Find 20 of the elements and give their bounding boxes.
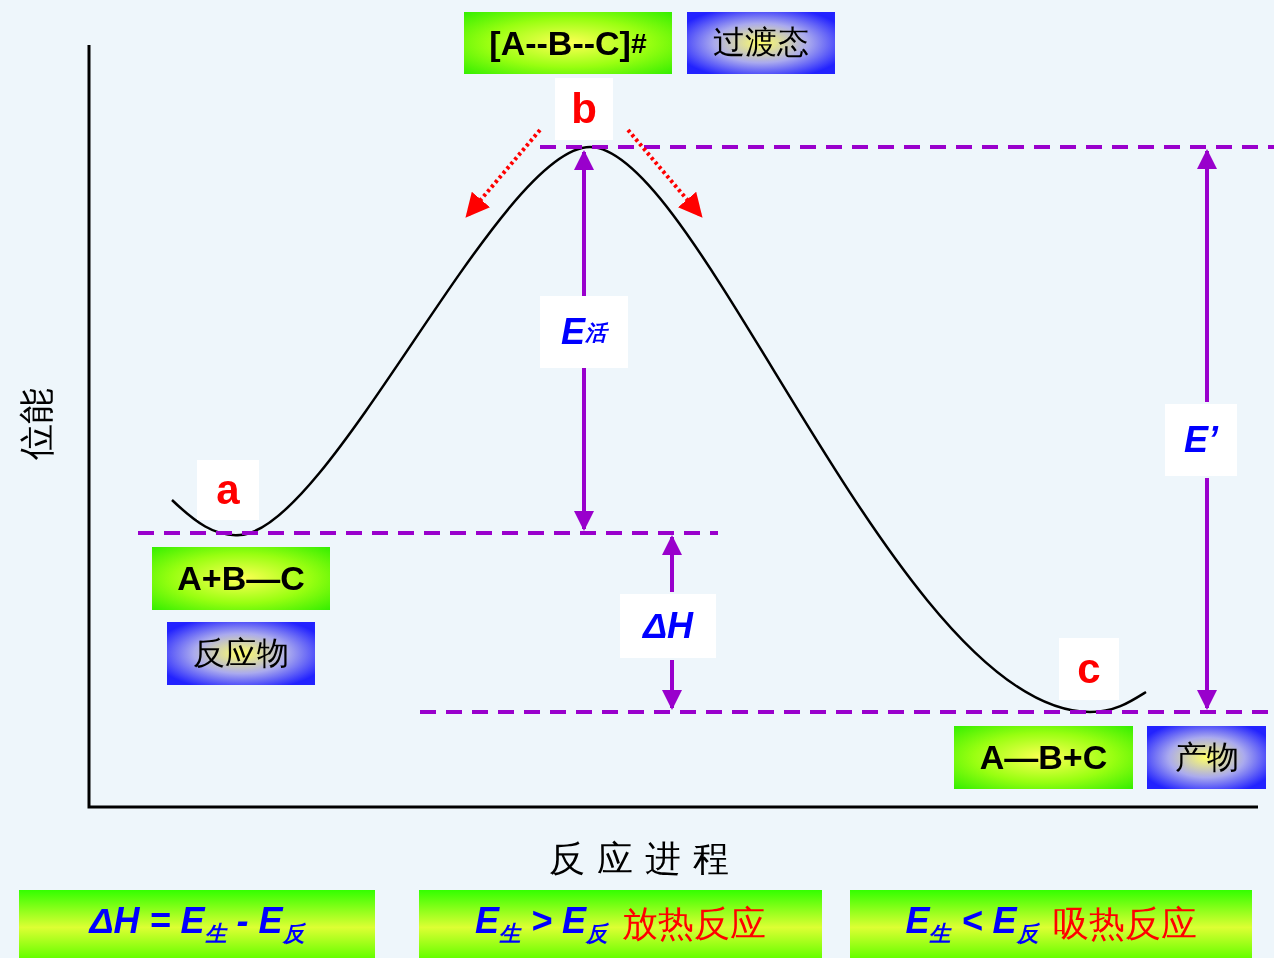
equation-box: [850, 890, 1252, 958]
equation-text: E$_{生}$ < E$_{反}$: [905, 899, 1039, 949]
equation-box: [19, 890, 375, 958]
term-box: 过渡态: [687, 12, 835, 74]
reaction-type-text: 放热反应: [622, 901, 767, 946]
point-label: c: [1059, 638, 1119, 700]
equation-text: E$_{生}$ > E$_{反}$: [474, 899, 609, 949]
equation-text: ΔH = E$_{生}$ - E$_{反}$: [89, 899, 305, 949]
term-box: 反应物: [167, 622, 315, 685]
formula-box: A—B+C: [954, 726, 1133, 789]
point-label: b: [555, 78, 613, 140]
equation-box: [419, 890, 822, 958]
dimension-label: E’: [1165, 404, 1237, 476]
axis-label: 位能: [15, 387, 58, 462]
axis-label: 反应进程: [548, 836, 742, 881]
reaction-type-text: 吸热反应: [1052, 901, 1197, 946]
point-label: a: [197, 460, 259, 520]
dimension-label: ΔH: [620, 594, 716, 658]
formula-box: A+B—C: [152, 547, 330, 610]
term-box: 产物: [1147, 726, 1266, 789]
